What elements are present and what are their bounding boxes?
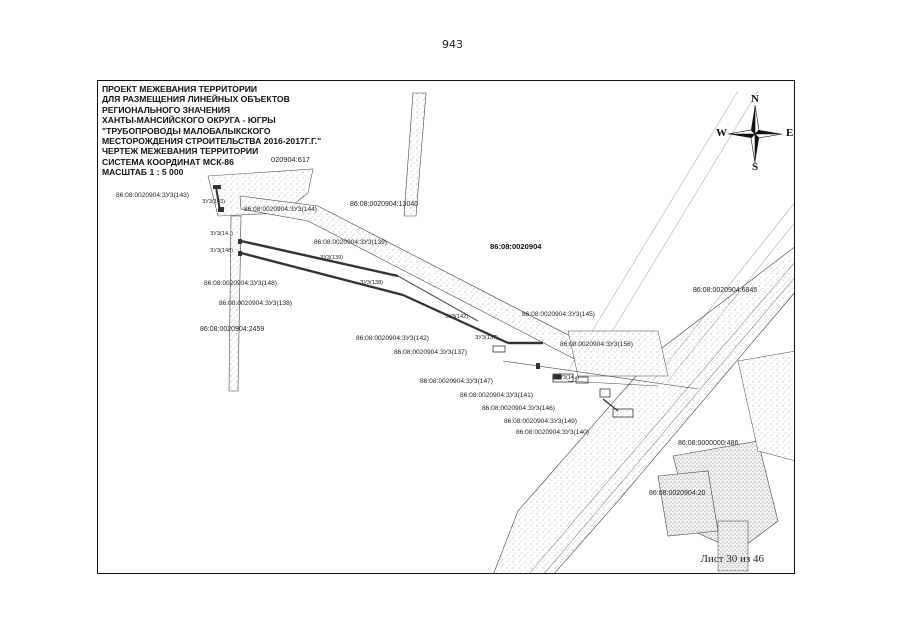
title-block: ПРОЕКТ МЕЖЕВАНИЯ ТЕРРИТОРИИ ДЛЯ РАЗМЕЩЕН… xyxy=(102,84,321,178)
title-line: ХАНТЫ-МАНСИЙСКОГО ОКРУГА - ЮГРЫ xyxy=(102,115,276,126)
parcel-label: 86:08:0020904:ЗУ3(139) xyxy=(314,239,387,246)
parcel-label: 86:08:0020904:ЗУ3(141) xyxy=(460,392,533,399)
parcel-label: ЗУ3(148) xyxy=(210,248,234,254)
compass-n: N xyxy=(751,93,759,105)
title-line: "ТРУБОПРОВОДЫ МАЛОБАЛЫКСКОГО xyxy=(102,125,271,136)
map-frame: ПРОЕКТ МЕЖЕВАНИЯ ТЕРРИТОРИИ ДЛЯ РАЗМЕЩЕН… xyxy=(97,80,795,574)
parcel-label: 86:08:0020904:ЗУ3(148) xyxy=(204,280,277,287)
parcel-label: ЗУ3(137) xyxy=(475,335,499,341)
parcel-label: 86:08:0020904:ЗУ3(138) xyxy=(219,300,292,307)
block-east xyxy=(737,351,794,461)
sheet-number-label: Лист 30 из 46 xyxy=(700,553,764,565)
parcel-label: ЗУ3(142) xyxy=(445,314,469,320)
parcel-label: 86:08:0020904:ЗУ3(144) xyxy=(244,206,317,213)
title-line: ПРОЕКТ МЕЖЕВАНИЯ ТЕРРИТОРИИ xyxy=(102,84,258,94)
band-145 xyxy=(567,330,669,377)
band-6845 xyxy=(493,247,794,573)
title-line: СИСТЕМА КООРДИНАТ МСК-86 xyxy=(102,156,234,167)
parcel-label: 86:08:0020904:13040 xyxy=(350,201,419,208)
page-number: 943 xyxy=(442,38,463,51)
parcel-label: 86:08:0020904:ЗУ3(140) xyxy=(516,429,589,436)
block-se xyxy=(717,520,749,572)
parcel-label: 86:08:0020904:ЗУ3(143) xyxy=(116,192,189,199)
parcel-label: ЗУ3(139) xyxy=(320,255,344,261)
parcel-label: 86:08:0020904:ЗУ3(137) xyxy=(394,349,467,356)
compass-rose: N S W E xyxy=(716,93,794,173)
cadastral-map-drawing xyxy=(207,90,794,573)
parcel-label: 86:08:0020904:ЗУ3(149) xyxy=(504,418,577,425)
title-line: ДЛЯ РАЗМЕЩЕНИЯ ЛИНЕЙНЫХ ОБЪЕКТОВ xyxy=(102,94,290,105)
block-20 xyxy=(657,470,719,537)
parcel-label: ЗУ3(14..) xyxy=(556,375,580,381)
title-line: МЕСТОРОЖДЕНИЯ СТРОИТЕЛЬСТВА 2016-2017Г.Г… xyxy=(102,136,322,147)
parcel-label: 86:08:0020904:6845 xyxy=(693,287,758,294)
title-line: РЕГИОНАЛЬНОГО ЗНАЧЕНИЯ xyxy=(102,104,231,115)
parcel-label: 86:08:0020904:20 xyxy=(649,490,706,497)
title-line: МАСШТАБ 1 : 5 000 xyxy=(102,167,184,178)
road-north xyxy=(403,92,427,217)
parcel-label: 020904:617 xyxy=(271,155,311,164)
parcel-label: 86:08:0020904:2459 xyxy=(200,326,265,333)
parcel-label: ЗУ3(143) xyxy=(202,199,226,205)
compass-e: E xyxy=(786,127,794,139)
parcel-label: 86:08:0020904:ЗУ3(147) xyxy=(420,378,493,385)
quarter-number: 86:08:0020904 xyxy=(490,242,542,251)
title-line: ЧЕРТЕЖ МЕЖЕВАНИЯ ТЕРРИТОРИИ xyxy=(102,146,259,157)
parcel-label: ЗУ3(14..) xyxy=(210,231,234,237)
compass-star-icon xyxy=(727,104,783,164)
parcel-label: 86:08:0000000:486 xyxy=(678,440,739,447)
parcel-label: ЗУ3(138) xyxy=(360,280,384,286)
compass-w: W xyxy=(716,127,727,139)
parcel-label: 86:08:0020904:ЗУ3(142) xyxy=(356,335,429,342)
parcel-label: 86:08:0020904:ЗУ3(146) xyxy=(482,405,555,412)
parcel-label: 86:08:0020904:ЗУ3(145) xyxy=(522,311,595,318)
parcel-label: 86:08:0020904:ЗУ3(156) xyxy=(560,341,633,348)
compass-s: S xyxy=(752,161,759,173)
strip-west-2459 xyxy=(228,215,242,392)
